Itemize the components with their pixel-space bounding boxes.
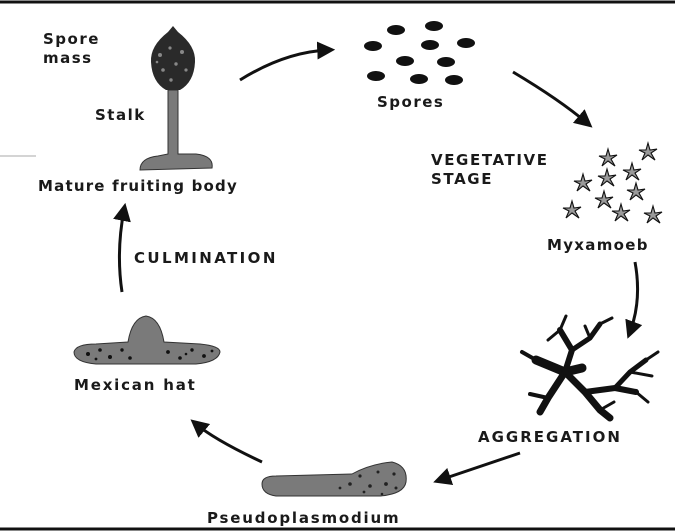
label-spores: Spores [377, 93, 445, 111]
aggregation-figure [520, 314, 660, 422]
mexican-hat-figure [73, 315, 221, 365]
arrow-to-mexican-hat [190, 419, 263, 464]
arrow-to-vegetative [512, 70, 593, 128]
pseudoplasmodium-figure [261, 461, 407, 497]
label-stalk: Stalk [95, 106, 146, 124]
label-spore-mass: Spore mass [43, 30, 100, 67]
label-aggregation: AGGREGATION [478, 428, 622, 446]
label-vegetative-stage: VEGETATIVE STAGE [431, 151, 549, 188]
arrow-to-pseudoplasmodium [433, 451, 521, 486]
label-culmination: CULMINATION [134, 249, 278, 267]
spores-figure [364, 21, 475, 85]
arrow-to-spores [239, 41, 336, 82]
label-pseudoplasmodium: Pseudoplasmodium [207, 509, 401, 527]
arrow-to-aggregation [625, 261, 643, 339]
label-mature-fruiting-body: Mature fruiting body [38, 177, 238, 195]
label-myxamoeba: Myxamoeb [547, 236, 649, 254]
arrow-to-fruiting-body [113, 202, 131, 293]
cycle-arrows [113, 41, 643, 486]
label-mexican-hat: Mexican hat [74, 376, 197, 394]
mature-fruiting-body-figure [139, 26, 213, 171]
